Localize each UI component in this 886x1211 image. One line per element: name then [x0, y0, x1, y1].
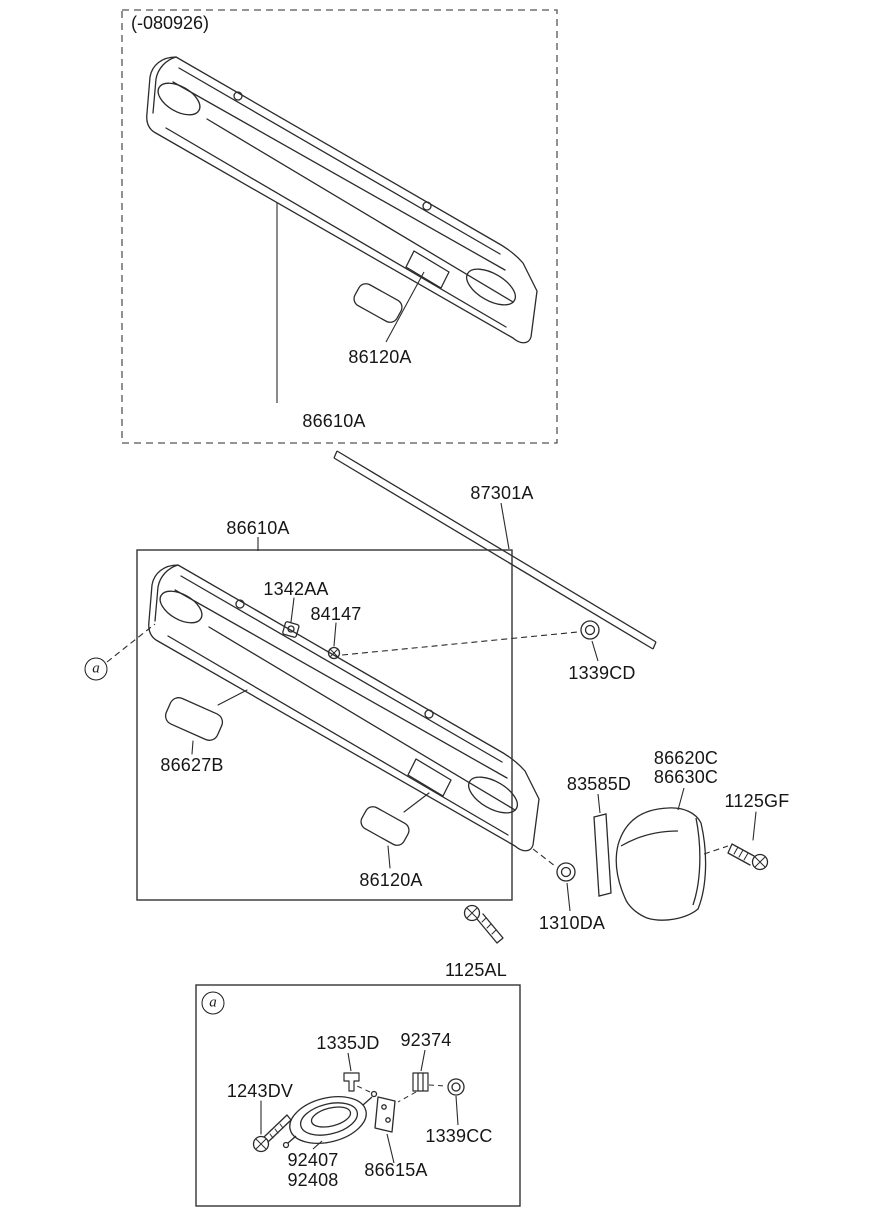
main-rail-drawing — [148, 564, 540, 869]
part-label-86610a-top: 86610A — [302, 411, 366, 431]
bottom-dashed-lines — [356, 1084, 447, 1103]
assembly-dashed-lines — [106, 623, 729, 867]
part-label-86615a: 86615A — [364, 1160, 428, 1180]
part-label-1339cd: 1339CD — [568, 663, 636, 683]
top-rail-drawing — [146, 56, 538, 403]
part-label-1125al: 1125AL — [445, 960, 507, 980]
part-label-83585d: 83585D — [566, 774, 632, 794]
part-label-1342aa: 1342AA — [263, 579, 329, 599]
part-label-86630c: 86630C — [653, 767, 719, 787]
side-garnish-drawing — [615, 787, 707, 921]
main-box — [136, 537, 513, 901]
clip-1335jd-drawing — [343, 1052, 360, 1092]
bottom-inset-box — [195, 984, 521, 1207]
part-label-92374: 92374 — [400, 1030, 452, 1050]
bolt-1125gf-drawing — [727, 811, 769, 871]
part-label-92407: 92407 — [287, 1150, 339, 1170]
sidemarker-lamp-drawing — [282, 1090, 378, 1150]
screw-1243dv-drawing — [252, 1100, 292, 1153]
detail-marker-a: a — [84, 657, 108, 681]
part-label-1335jd: 1335JD — [316, 1033, 380, 1053]
moulding-drawing — [333, 450, 657, 650]
part-label-86610a: 86610A — [226, 518, 290, 538]
detail-marker-a-inset: a — [201, 991, 225, 1015]
part-label-92408: 92408 — [287, 1170, 339, 1190]
nut-1310da-drawing — [556, 862, 576, 912]
part-label-87301a: 87301A — [470, 483, 534, 503]
part-label-86120a: 86120A — [359, 870, 423, 890]
part-label-84147: 84147 — [310, 604, 362, 624]
part-label-86627b: 86627B — [160, 755, 224, 775]
nut-1339cd-drawing — [580, 620, 600, 662]
part-label-86120a-top: 86120A — [348, 347, 412, 367]
part-label-1339cc: 1339CC — [425, 1126, 493, 1146]
part-label-1243dv: 1243DV — [226, 1081, 294, 1101]
part-label-1310da: 1310DA — [538, 913, 606, 933]
clip-92374-drawing — [412, 1049, 429, 1092]
tape-83585d-drawing — [593, 793, 612, 897]
top-inset-box — [121, 9, 558, 444]
bolt-1125al-drawing — [463, 904, 504, 944]
variant-note: (-080926) — [131, 13, 210, 33]
nut-1339cc-drawing — [447, 1078, 465, 1126]
bracket-86615a-drawing — [374, 1096, 396, 1164]
part-label-1125gf: 1125GF — [724, 791, 790, 811]
part-label-86620c: 86620C — [653, 748, 719, 768]
